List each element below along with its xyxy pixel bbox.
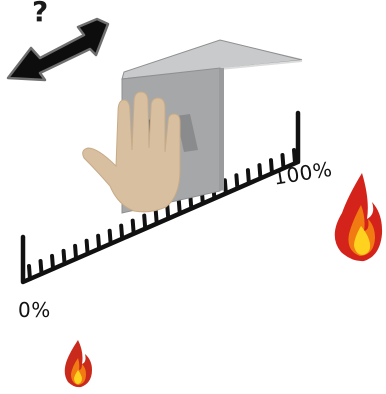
scale-tick [176,198,182,216]
small-flame-icon [64,340,92,388]
scale-ruler [20,110,301,285]
scale-tick [130,218,136,236]
scale-tick [280,153,286,171]
double-headed-arrow-icon [6,17,110,82]
scale-tick [245,168,251,186]
scale-tick [38,258,44,276]
scale-min-label: 0% [18,298,51,322]
scale-tick [119,223,125,241]
scale-tick [142,213,148,231]
scale-tick [234,173,240,191]
scale-tick [153,208,159,226]
scale-tick [107,228,113,246]
scale-tick [96,233,102,251]
scale-tick [222,178,228,196]
scale-tick [292,148,297,165]
scale-tick [165,203,171,221]
scale-tick [84,238,90,256]
scale-tick [257,163,263,181]
scale-tick [268,158,274,176]
scale-tick [61,248,67,266]
scale-tick [50,253,56,271]
large-flame-icon [334,173,383,262]
scale-tick [27,264,32,281]
question-mark: ? [32,0,49,28]
hand-icon [82,91,181,213]
scale-tick [73,243,79,261]
